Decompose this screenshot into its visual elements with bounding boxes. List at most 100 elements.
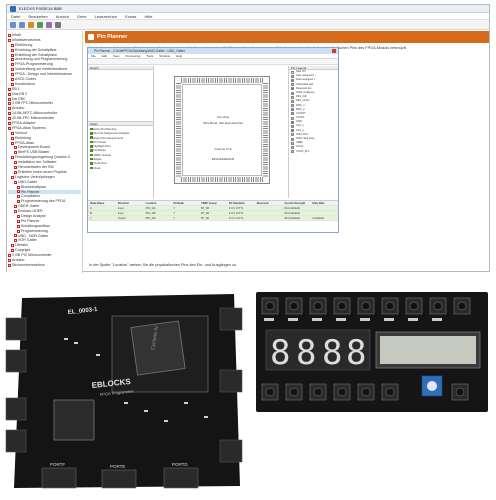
close-icon[interactable]: [332, 49, 336, 53]
table-cell[interactable]: 2 (default): [312, 217, 324, 220]
tree-item[interactable]: Literatur: [8, 243, 81, 248]
tree-item[interactable]: Programmierung des FPGA: [8, 199, 81, 204]
tree-item[interactable]: EB 1: [8, 87, 81, 92]
table-cell[interactable]: Input: [117, 207, 124, 210]
tree-item[interactable]: Stichwortverzeichnis: [8, 263, 81, 268]
forward-icon[interactable]: [19, 21, 25, 28]
task-item[interactable]: Clock Pins: [90, 161, 151, 165]
table-cell[interactable]: 7: [173, 207, 175, 210]
tree-item[interactable]: FPGA-Atlas Systems: [8, 126, 81, 131]
pp-menu-item[interactable]: Edit: [101, 54, 108, 58]
tree-item[interactable]: FPGA-Adapter: [8, 121, 81, 126]
tree-item[interactable]: Programmierung: [8, 229, 81, 234]
menu-item[interactable]: Gehe: [76, 14, 87, 19]
table-header-cell[interactable]: Current Strength: [284, 202, 306, 205]
tree-item[interactable]: Entwicklungsumgebung Quartus II: [8, 155, 81, 160]
task-item[interactable]: Clock: [90, 166, 151, 170]
table-cell[interactable]: PIN_119: [145, 217, 156, 220]
table-cell[interactable]: B: [90, 212, 92, 215]
menu-item[interactable]: Hilfe: [144, 14, 153, 19]
tree-item[interactable]: Inhaltsverzeichnis: [8, 38, 81, 43]
tree-item[interactable]: Vorbereitung zur Inbetriebnahme: [8, 67, 81, 72]
menu-item[interactable]: Ansicht: [55, 14, 69, 19]
table-header-cell[interactable]: Direction: [117, 202, 130, 205]
tree-item[interactable]: Design Analyse: [8, 214, 81, 219]
menu-item[interactable]: Lesezeichen: [94, 14, 118, 19]
task-item[interactable]: Highlight Pins: [90, 144, 151, 148]
table-cell[interactable]: [310, 211, 338, 215]
back-icon[interactable]: [10, 21, 16, 28]
table-cell[interactable]: 7: [173, 212, 175, 215]
table-header-cell[interactable]: Slew Rate: [312, 202, 325, 205]
options-icon[interactable]: [55, 21, 61, 28]
tree-item[interactable]: X BB PIC Mikrocontroller: [8, 253, 81, 258]
pp-menu-item[interactable]: Window: [159, 54, 170, 58]
tree-item[interactable]: Einführung: [8, 43, 81, 48]
table-cell[interactable]: 8mA (default): [284, 212, 300, 215]
task-item[interactable]: I/O Banks: [90, 148, 151, 152]
tree-item[interactable]: Arduino: [8, 106, 81, 111]
home-icon[interactable]: [28, 21, 34, 28]
task-item[interactable]: Early Pin Planning: [90, 127, 151, 131]
tree-item[interactable]: Exklusiv-ODER: [8, 209, 81, 214]
table-cell[interactable]: B7_N0: [201, 207, 210, 210]
task-item[interactable]: Run I/O Assignment Analysis: [90, 131, 151, 135]
table-header-cell[interactable]: Node Name: [90, 202, 105, 205]
tree-item[interactable]: Copyright: [8, 248, 81, 253]
table-header-cell[interactable]: I/O Bank: [173, 202, 184, 205]
tree-item[interactable]: FPGA - Design und Inbetriebnahme: [8, 72, 81, 77]
tree-item[interactable]: FPGA-Atlas: [8, 141, 81, 146]
tree-item[interactable]: Pin Planner: [8, 219, 81, 224]
table-header-cell[interactable]: I/O Standard: [228, 202, 245, 205]
menu-item[interactable]: Datei: [11, 14, 21, 19]
tree-item[interactable]: Erstellung der Schaltpläne: [8, 53, 81, 58]
tree-item[interactable]: Logische Verknüpfungen: [8, 175, 81, 180]
table-row[interactable]: B Input PIN_115 7 B7_N0 3.3-V LVTTL 8mA (defau…: [88, 211, 338, 216]
tree-item[interactable]: UND-Gatter: [8, 180, 81, 185]
tree-item[interactable]: Konstruktion: [8, 82, 81, 87]
table-cell[interactable]: PIN_115: [145, 212, 156, 215]
table-cell[interactable]: 3.3-V LVTTL: [228, 217, 244, 220]
table-cell[interactable]: 7: [173, 217, 175, 220]
table-cell[interactable]: 8mA (default): [284, 217, 300, 220]
table-cell[interactable]: [255, 211, 283, 215]
table-cell[interactable]: B7_N0: [201, 212, 210, 215]
table-cell[interactable]: PIN_114: [145, 207, 156, 210]
tree-item[interactable]: Das EB 2: [8, 92, 81, 97]
tree-item[interactable]: FPGA-Programmierung: [8, 62, 81, 67]
tree-item[interactable]: 32-Bit-FPC Mikrocontroller: [8, 116, 81, 121]
tree-item[interactable]: Vorwort: [8, 131, 81, 136]
table-cell[interactable]: Y: [90, 217, 92, 220]
table-header-cell[interactable]: VREF Group: [201, 202, 217, 205]
tree-item[interactable]: UND - NOR-Gatter: [8, 234, 81, 239]
menu-item[interactable]: Bearbeiten: [28, 14, 48, 19]
table-cell[interactable]: 3.3-V LVTTL: [228, 207, 244, 210]
print-icon[interactable]: [37, 21, 43, 28]
tree-item[interactable]: Arduino: [8, 258, 81, 263]
tree-item[interactable]: Development Board: [8, 145, 81, 150]
tree-item[interactable]: Blockschaltplan: [8, 185, 81, 190]
table-cell[interactable]: Input: [117, 212, 124, 215]
menu-item[interactable]: Extras: [125, 14, 137, 19]
tree-item[interactable]: Einleitung: [8, 136, 81, 141]
table-cell[interactable]: [255, 216, 283, 220]
table-cell[interactable]: [255, 206, 283, 210]
tree-item[interactable]: ODER-Gatter: [8, 204, 81, 209]
tree-item[interactable]: Installation der Software: [8, 160, 81, 165]
tree-item[interactable]: Pin Planner: [8, 189, 81, 195]
tree-item[interactable]: ASCII-Codes: [8, 77, 81, 82]
table-header-cell[interactable]: Reserved: [256, 202, 269, 205]
pp-menu-item[interactable]: File: [91, 54, 96, 58]
tree-item[interactable]: Inhalt: [8, 33, 81, 38]
table-cell[interactable]: 3.3-V LVTTL: [228, 212, 244, 215]
table-cell[interactable]: A: [90, 207, 92, 210]
tree-item[interactable]: Schaltungsaufbau: [8, 224, 81, 229]
task-item[interactable]: Export Pin Assignments: [90, 136, 151, 140]
tree-item[interactable]: Erhebung der Schaltpläne: [8, 48, 81, 53]
tree-item[interactable]: XOR Gatter: [8, 238, 81, 243]
tree-item[interactable]: Erstellen eines neuen Projekts: [8, 170, 81, 175]
pp-menu-item[interactable]: Processing: [125, 54, 141, 58]
task-item[interactable]: Edges: [90, 157, 151, 161]
task-item[interactable]: VREF Groups: [90, 153, 151, 157]
